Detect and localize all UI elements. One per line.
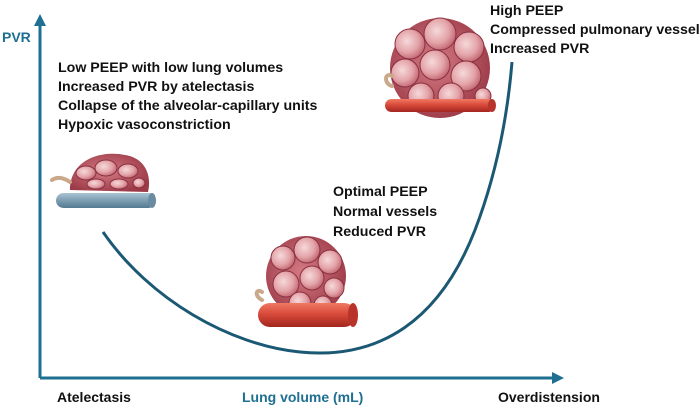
low-peep-line-4: Hypoxic vasoconstriction (58, 117, 231, 133)
optimal-peep-line-1: Optimal PEEP (333, 184, 428, 200)
optimal-peep-line-3: Reduced PVR (333, 224, 426, 240)
y-axis-label: PVR (2, 29, 31, 45)
low-peep-annotation: Low PEEP with low lung volumes Increased… (58, 60, 318, 133)
high-peep-line-2: Compressed pulmonary vessels (490, 22, 699, 38)
low-peep-line-2: Increased PVR by atelectasis (58, 79, 254, 95)
overdistended-alveoli-illustration (384, 17, 496, 118)
x-axis-end-label: Overdistension (498, 389, 600, 405)
low-peep-line-3: Collapse of the alveolar-capillary units (58, 98, 318, 114)
high-peep-annotation: High PEEP Compressed pulmonary vessels I… (490, 3, 699, 57)
high-peep-line-3: Increased PVR (490, 41, 589, 57)
collapsed-alveoli-illustration (50, 153, 156, 208)
x-axis-start-label: Atelectasis (57, 389, 131, 405)
low-peep-line-1: Low PEEP with low lung volumes (58, 60, 283, 76)
high-peep-line-1: High PEEP (490, 3, 563, 19)
x-axis-label: Lung volume (mL) (242, 389, 363, 405)
optimal-peep-line-2: Normal vessels (333, 204, 437, 220)
optimal-peep-annotation: Optimal PEEP Normal vessels Reduced PVR (333, 184, 437, 240)
normal-alveoli-illustration (254, 236, 358, 327)
pvr-curve (101, 61, 514, 355)
